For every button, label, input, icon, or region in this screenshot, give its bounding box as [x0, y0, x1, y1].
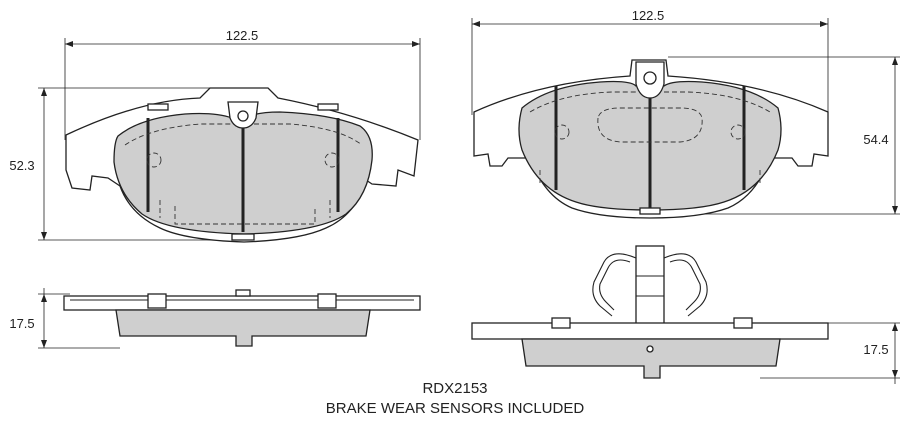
left-width-dimension: [64, 38, 421, 140]
right-tab-bottom: [639, 207, 661, 215]
right-width-label: 122.5: [632, 8, 665, 23]
left-hidden-hole-b: [324, 152, 340, 168]
sensor-note: BRAKE WEAR SENSORS INCLUDED: [325, 400, 585, 417]
right-hidden-hole-a: [554, 124, 570, 140]
left-hidden-hole-a: [146, 152, 162, 168]
left-pad-front-view: 122.5 52.3: [9, 28, 421, 243]
right-side-sensor-dot: [646, 345, 654, 353]
right-side-clip-b: [733, 317, 753, 329]
left-height-label: 52.3: [9, 158, 34, 173]
right-height-label: 54.4: [863, 132, 888, 147]
right-hidden-outline: [529, 91, 771, 186]
right-hidden-hole-b: [730, 124, 746, 140]
left-thickness-label: 17.5: [9, 316, 34, 331]
part-number: RDX2153: [422, 380, 488, 397]
right-thickness-label: 17.5: [863, 342, 888, 357]
right-pad-front-view: 122.5 54.4: [471, 8, 900, 219]
left-side-top-tab: [235, 289, 251, 297]
right-side-backing-plate: [471, 322, 829, 340]
right-side-friction: [521, 338, 781, 379]
right-side-clip-a: [551, 317, 571, 329]
right-wear-sensor-clip: [592, 245, 708, 327]
left-side-clip-b: [317, 293, 337, 309]
left-tab-b: [317, 103, 339, 111]
right-width-dimension: [471, 18, 829, 115]
right-pad-side-view: 17.5: [471, 245, 900, 384]
left-tab-bottom: [231, 233, 255, 241]
left-sensor-hole: [237, 110, 249, 122]
left-width-label: 122.5: [226, 28, 259, 43]
left-side-friction: [115, 309, 371, 347]
right-sensor-hole: [643, 71, 657, 85]
left-thickness-dimension: [38, 288, 120, 349]
left-hidden-outline: [124, 123, 363, 225]
left-side-clip-a: [147, 293, 167, 309]
left-side-backing-plate: [63, 295, 421, 311]
left-tab-a: [147, 103, 169, 111]
left-pad-side-view: 17.5: [9, 288, 421, 349]
